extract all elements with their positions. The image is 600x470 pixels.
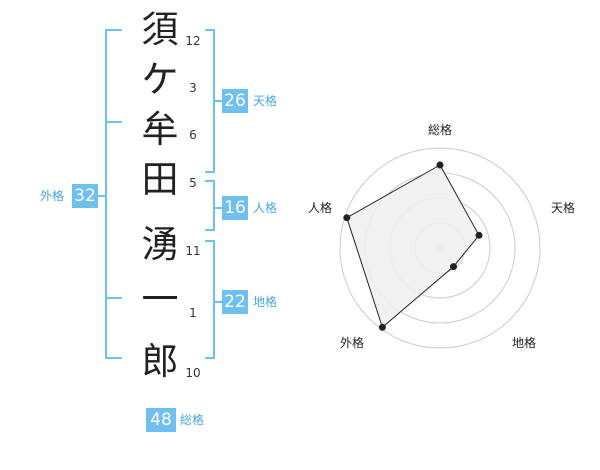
jinkaku-label: 人格 <box>253 201 278 215</box>
name-char: 牟 <box>141 108 179 151</box>
radar-points <box>343 161 483 331</box>
gaikaku-label: 外格 <box>40 189 65 203</box>
jinkaku-value: 16 <box>222 196 248 220</box>
radar-axis-label-chikaku: 地格 <box>512 336 537 350</box>
soukaku-label: 総格 <box>180 413 205 427</box>
chikaku-bracket <box>205 240 215 359</box>
radar-axis-label-soukaku: 総格 <box>428 123 453 137</box>
radar-point <box>436 161 444 169</box>
chikaku-label: 地格 <box>253 295 278 309</box>
radar-axis-label-tenkaku: 天格 <box>551 201 576 215</box>
radar-point <box>450 263 457 271</box>
name-char: 田 <box>141 158 179 201</box>
stroke-count: 1 <box>189 306 197 320</box>
tenkaku-label: 天格 <box>253 94 278 108</box>
name-char: 須 <box>141 8 179 51</box>
gaikaku-bracket <box>105 29 122 359</box>
name-char: 湧 <box>141 223 179 266</box>
stroke-count: 6 <box>189 128 197 142</box>
radar-axis-label-gaikaku: 外格 <box>340 336 365 350</box>
gaikaku-value: 32 <box>72 184 98 208</box>
stroke-count: 10 <box>185 366 201 380</box>
stroke-count: 12 <box>185 34 201 48</box>
stroke-count: 3 <box>189 81 197 95</box>
stroke-count: 11 <box>185 244 201 258</box>
name-char: 郎 <box>141 340 179 383</box>
radar-polygon <box>346 164 480 329</box>
radar-ring <box>339 147 541 349</box>
soukaku-value: 48 <box>146 408 176 432</box>
jinkaku-bracket <box>205 180 215 231</box>
radar-point <box>475 231 483 239</box>
radar-point <box>343 214 351 222</box>
tenkaku-bracket <box>205 29 215 173</box>
radar-axis-label-jinkaku: 人格 <box>308 201 333 215</box>
tenkaku-value: 26 <box>222 89 248 113</box>
chikaku-value: 22 <box>222 290 248 314</box>
stroke-count: 5 <box>189 176 197 190</box>
name-char: 一 <box>141 278 179 321</box>
radar-point <box>378 323 386 331</box>
name-char: ケ <box>141 58 179 101</box>
